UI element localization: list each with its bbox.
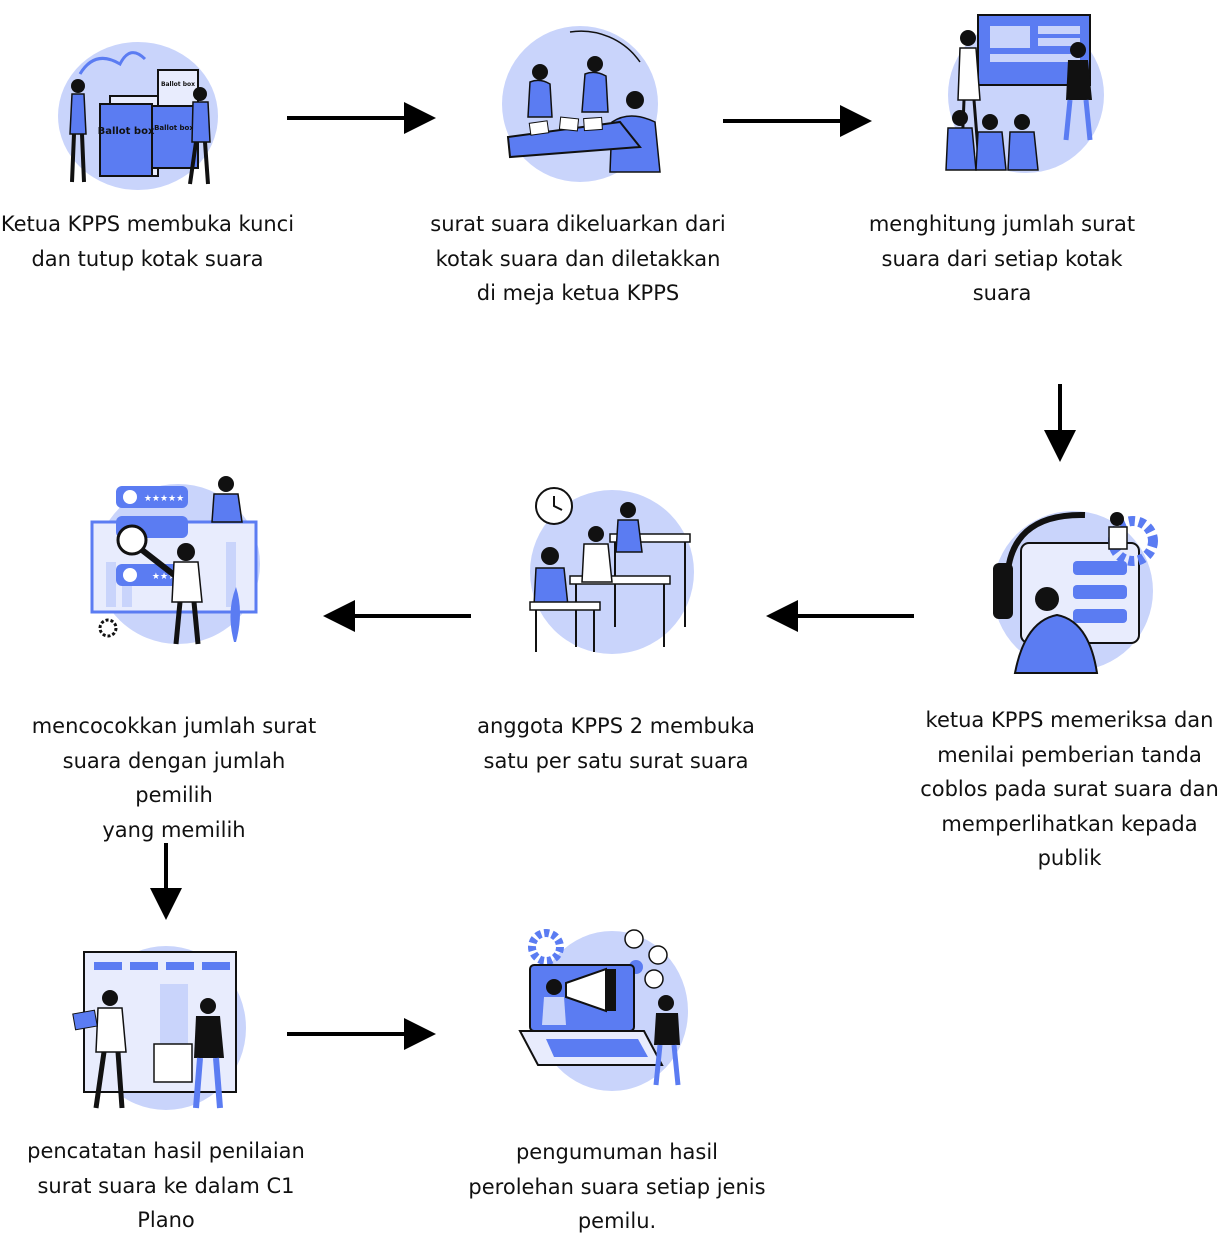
step-caption: mencocokkan jumlah surat suara dengan ju…	[31, 714, 317, 842]
step-caption: pengumuman hasil perolehan suara setiap …	[468, 1140, 766, 1233]
ballot-box-illustration: Ballot box Ballot box Ballot box	[58, 42, 218, 190]
step-caption: anggota KPPS 2 membuka satu per satu sur…	[477, 714, 755, 773]
megaphone-laptop-illustration	[518, 929, 688, 1091]
office-clock-illustration	[529, 487, 694, 654]
box-label-3: Ballot box	[161, 81, 195, 88]
step-caption: surat suara dikeluarkan dari kotak suara…	[430, 212, 726, 305]
schedule-board-illustration	[72, 946, 246, 1110]
step-caption: Ketua KPPS membuka kunci dan tutup kotak…	[0, 212, 295, 271]
magnifier-ratings-illustration: ★★★★★ ★★★	[90, 476, 260, 645]
box-label-2: Ballot box	[154, 124, 194, 132]
presentation-board-illustration	[945, 14, 1104, 173]
box-label-1: Ballot box	[98, 126, 155, 137]
headset-monitor-illustration	[993, 511, 1158, 674]
step-caption: menghitung jumlah surat suara dari setia…	[868, 212, 1136, 305]
table-meeting-illustration	[502, 26, 661, 182]
svg-text:★★★: ★★★	[152, 572, 176, 582]
step-caption: ketua KPPS memeriksa dan menilai pemberi…	[920, 708, 1219, 870]
step-caption: pencatatan hasil penilaian surat suara k…	[27, 1139, 305, 1232]
svg-text:★★★★★: ★★★★★	[144, 494, 184, 504]
